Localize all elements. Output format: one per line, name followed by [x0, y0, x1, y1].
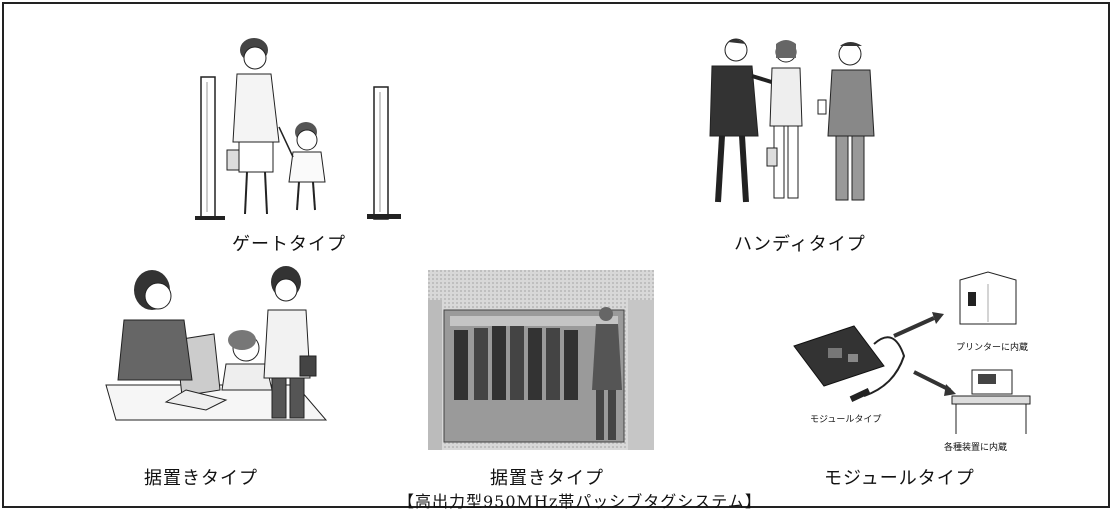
standing-type-center-photo	[428, 270, 654, 450]
caption-module-type: モジュールタイプ	[824, 468, 975, 489]
caption-gate-type: ゲートタイプ	[232, 234, 346, 255]
handy-type-illustration	[692, 36, 892, 206]
system-title: 【高出力型950MHz帯パッシブタグシステム】	[398, 492, 762, 511]
printer-builtin-label: プリンターに内蔵	[956, 343, 1029, 353]
module-type-illustration	[784, 266, 1094, 456]
caption-handy-type: ハンディタイプ	[734, 234, 866, 255]
gate-type-illustration	[189, 32, 419, 222]
standing-type-left-illustration	[96, 260, 336, 430]
module-type-small-label: モジュールタイプ	[810, 415, 882, 425]
caption-standing-type-left: 据置きタイプ	[144, 468, 258, 489]
device-builtin-label: 各種装置に内蔵	[944, 443, 1008, 453]
caption-standing-type-center: 据置きタイプ	[490, 468, 604, 489]
